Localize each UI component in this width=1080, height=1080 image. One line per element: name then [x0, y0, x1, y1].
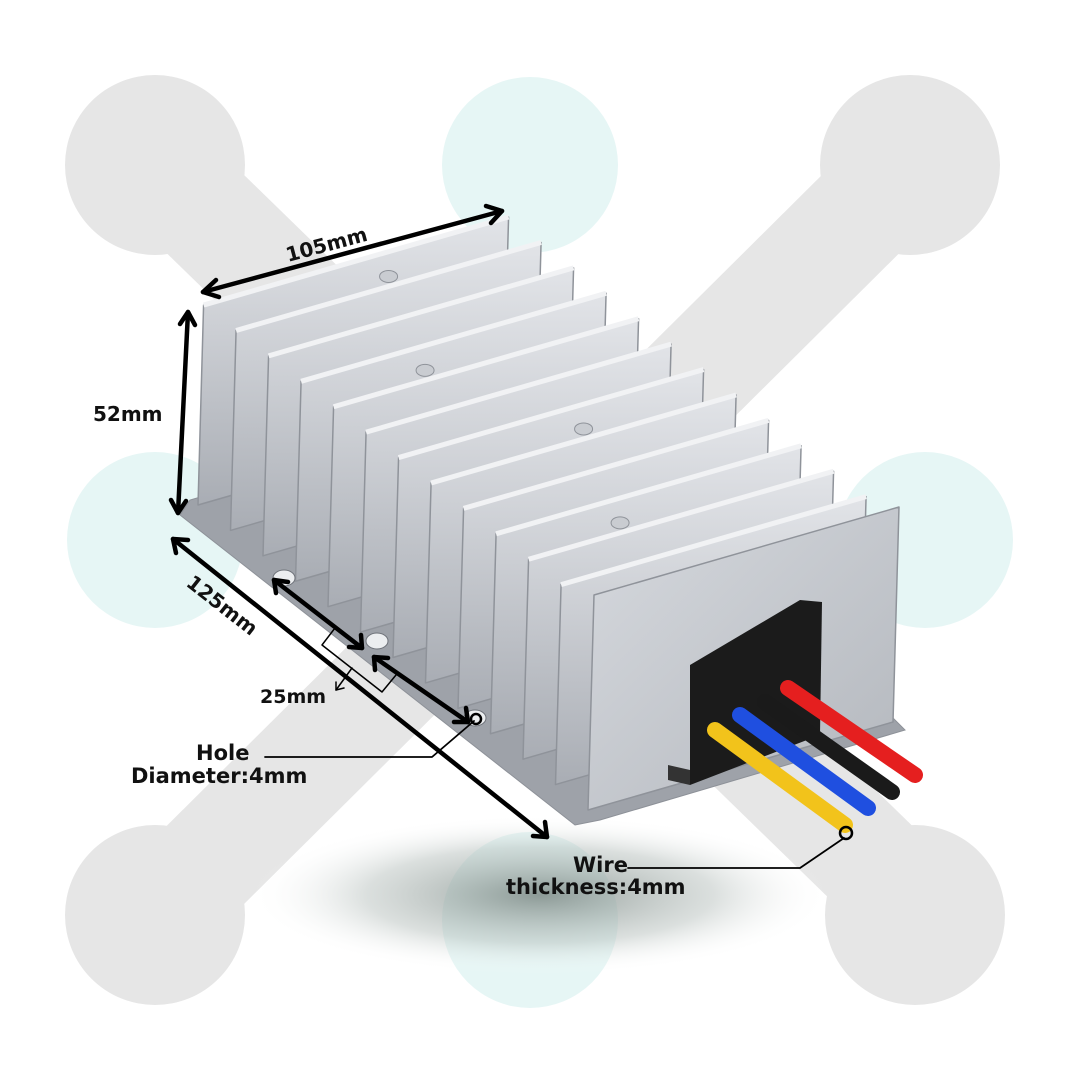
- fin-top-edge: [267, 265, 575, 359]
- bg-circle-gray: [65, 825, 245, 1005]
- fin-top-edge: [300, 290, 607, 384]
- black-wire: [757, 694, 900, 800]
- fin-top-edge: [560, 494, 867, 588]
- red-wire: [780, 680, 923, 783]
- hole-spacing-label: 25mm: [260, 686, 326, 708]
- wire-label-line1: Wire: [573, 853, 628, 877]
- fin-top-edge: [430, 392, 737, 486]
- hole-spacing-bracket: [321, 627, 397, 693]
- hole-leader-line: [264, 712, 483, 758]
- mounting-pin: [574, 422, 594, 436]
- mounting-pin: [415, 363, 435, 377]
- bg-circle-gray: [825, 825, 1005, 1005]
- mounting-pin: [379, 269, 399, 283]
- length-arrow: [170, 536, 550, 840]
- fin-top-edge: [332, 316, 640, 410]
- fin-top-edge: [235, 240, 542, 333]
- hole-label-line2: Diameter:4mm: [131, 764, 307, 788]
- device-shadow: [250, 815, 830, 975]
- dimension-lines: [168, 203, 854, 869]
- hole-spacing-arrow: [271, 577, 471, 725]
- wire-leader-line: [627, 825, 854, 869]
- hole-label-line1: Hole: [196, 741, 249, 765]
- mounting-pin: [610, 516, 630, 530]
- fin-top-edge: [202, 214, 510, 308]
- fin-top-edge: [462, 417, 770, 511]
- wire-label-line2: thickness:4mm: [506, 875, 686, 899]
- fin-top-edge: [495, 443, 802, 537]
- wire-connector: [668, 600, 923, 833]
- bg-circle-gray: [820, 75, 1000, 255]
- fin-top-edge: [397, 367, 705, 460]
- dc-converter-housing: [179, 214, 923, 833]
- bg-circle-gray: [65, 75, 245, 255]
- height-arrow: [168, 309, 198, 516]
- width-arrow: [200, 203, 505, 300]
- yellow-wire: [707, 722, 853, 833]
- connector-foot: [668, 765, 690, 785]
- fin-top-edge: [527, 468, 835, 562]
- bg-circle-cyan: [442, 77, 618, 253]
- mounting-hole: [365, 632, 389, 650]
- height-label: 52mm: [93, 402, 163, 426]
- fin-top-edge: [365, 341, 672, 435]
- blue-wire: [732, 707, 876, 816]
